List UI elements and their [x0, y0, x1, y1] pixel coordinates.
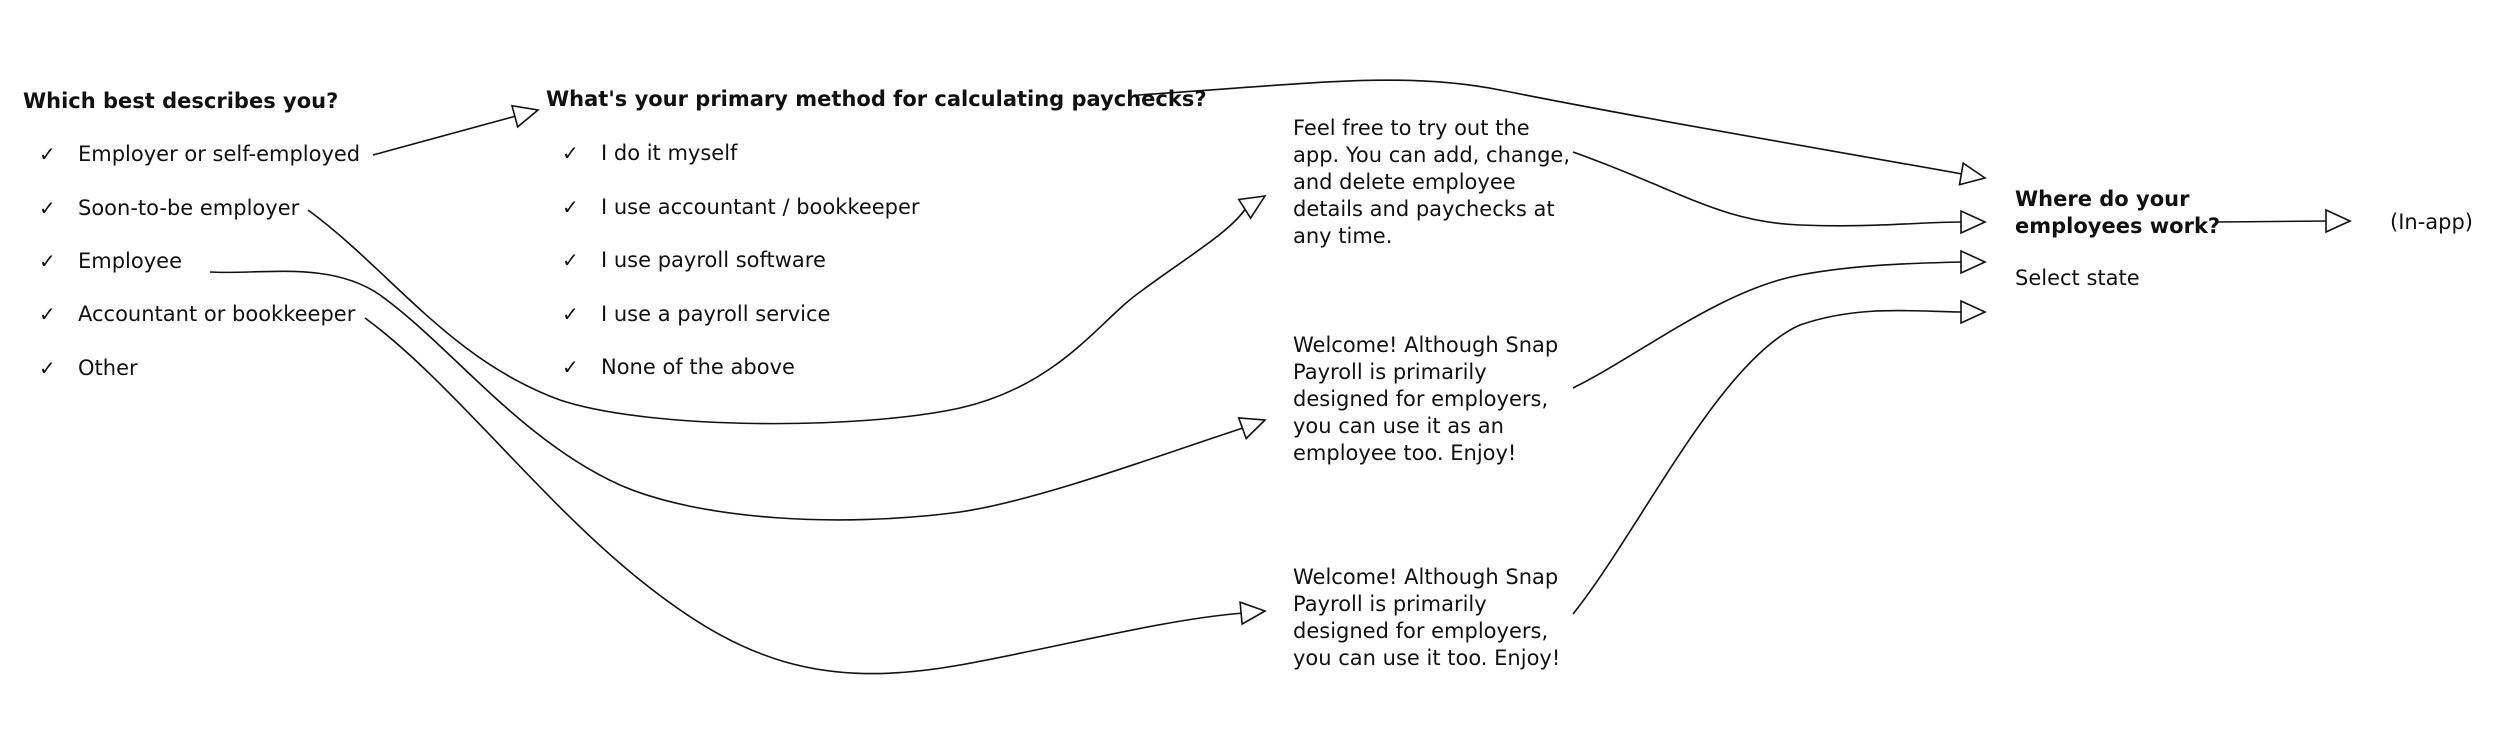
arrowhead-icon — [1960, 249, 1987, 275]
message-welcome-employee: Welcome! Although Snap Payroll is primar… — [1293, 333, 1559, 465]
message-welcome-accountant: Welcome! Although Snap Payroll is primar… — [1293, 565, 1561, 670]
arrowhead-icon — [1237, 194, 1267, 220]
arrowhead-icon — [1239, 601, 1267, 626]
select-state-dropdown[interactable]: Select state — [2015, 266, 2140, 290]
connector-welcome-accountant-to-location — [1572, 309, 1963, 615]
check-icon: ✓ — [39, 142, 56, 166]
connector-soon-employer-to-try-app — [307, 207, 1247, 425]
message-try-app: Feel free to try out the app. You can ad… — [1293, 116, 1570, 248]
check-icon: ✓ — [562, 248, 579, 272]
option-label: Employer or self-employed — [78, 142, 361, 166]
option-label: Accountant or bookkeeper — [78, 302, 356, 326]
option-label: I use accountant / bookkeeper — [601, 195, 920, 219]
option-label: None of the above — [601, 355, 795, 379]
option-label: Employee — [78, 249, 183, 273]
connector-try-app-to-location — [1572, 151, 1963, 227]
option-label: Other — [78, 356, 138, 380]
arrowhead-icon — [1960, 209, 1987, 235]
arrowhead-icon — [1960, 299, 1987, 325]
option-label: Soon-to-be employer — [78, 196, 300, 220]
arrowhead-icon — [2325, 208, 2352, 234]
check-icon: ✓ — [39, 196, 56, 220]
step2-heading: What's your primary method for calculati… — [546, 87, 1207, 111]
connector-employee-to-welcome-employee — [209, 270, 1244, 521]
connector-accountant-to-welcome-accountant — [364, 317, 1244, 675]
check-icon: ✓ — [39, 302, 56, 326]
option-label: I do it myself — [601, 141, 738, 165]
connector-welcome-employee-to-location — [1572, 261, 1963, 389]
connector-method-to-location — [1137, 79, 1963, 175]
step1-heading: Which best describes you? — [23, 89, 339, 113]
connector-employer-to-method — [372, 115, 517, 156]
arrowhead-icon — [1237, 417, 1267, 440]
arrowhead-icon — [510, 104, 540, 129]
check-icon: ✓ — [562, 195, 579, 219]
check-icon: ✓ — [39, 249, 56, 273]
option-label: I use payroll software — [601, 248, 826, 272]
arrowhead-icon — [1958, 161, 1987, 186]
end-in-app: (In-app) — [2390, 210, 2473, 234]
check-icon: ✓ — [562, 302, 579, 326]
option-label: I use a payroll service — [601, 302, 831, 326]
check-icon: ✓ — [39, 356, 56, 380]
connector-location-to-in-app — [2217, 220, 2329, 223]
check-icon: ✓ — [562, 141, 579, 165]
step3-heading: Where do your employees work? — [2015, 187, 2221, 238]
check-icon: ✓ — [562, 355, 579, 379]
